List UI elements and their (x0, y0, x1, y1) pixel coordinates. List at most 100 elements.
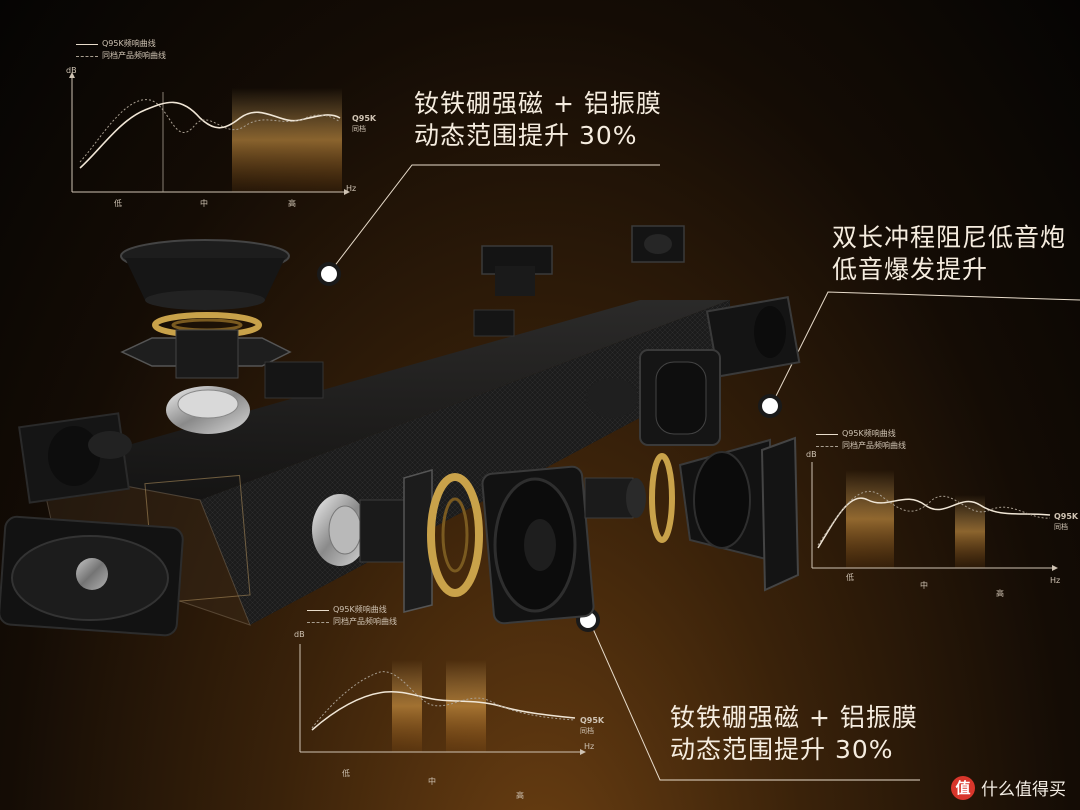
x-label-low: 低 (342, 769, 350, 778)
response-curve (817, 497, 1051, 549)
x-unit-label: Hz (584, 742, 595, 751)
x-label-mid: 中 (200, 199, 208, 208)
subwoofer-assembly (312, 436, 800, 625)
tweeter-a-body (495, 266, 535, 296)
square-plate (403, 469, 433, 613)
solid-swatch (76, 43, 98, 45)
solid-swatch (816, 433, 838, 435)
y-unit-label: dB (806, 450, 817, 459)
watermark-badge-icon: 值 (951, 775, 975, 800)
graph-legend-bottom: Q95K频响曲线 同档产品频响曲线 (307, 604, 397, 628)
frequency-graph-bottom (299, 644, 586, 755)
callout-subwoofer: 双长冲程阻尼低音炮 低音爆发提升 (832, 222, 1066, 286)
x-label-high: 高 (516, 791, 524, 800)
gold-ring-right (649, 453, 675, 543)
x-axis-arrow (580, 749, 586, 755)
callout-leaders (317, 164, 1080, 781)
woofer-magnet-stack (175, 329, 239, 379)
leader-bottom (589, 621, 920, 781)
graph-glow (955, 495, 985, 568)
exploded-woofer (120, 239, 292, 434)
dotted-swatch (76, 55, 98, 57)
y-axis-arrow (69, 72, 75, 78)
y-unit-label: dB (66, 66, 77, 75)
legend-dotted: 同档产品频响曲线 (333, 617, 397, 626)
metal-cap-inner (328, 505, 362, 555)
graph-glow (392, 660, 422, 752)
callout-line-2: 动态范围提升 30% (414, 121, 638, 150)
x-axis-arrow (1052, 565, 1058, 571)
tweeter-rear (88, 431, 132, 459)
series-label: Q95K (580, 716, 605, 725)
gold-ring-left (427, 473, 483, 597)
legend-dotted: 同档产品频响曲线 (102, 51, 166, 60)
frequency-graph-right (811, 462, 1058, 571)
x-label-mid: 中 (428, 777, 436, 786)
legend-dotted: 同档产品频响曲线 (842, 441, 906, 450)
x-unit-label: Hz (346, 184, 357, 193)
x-unit-label: Hz (1050, 576, 1061, 585)
leader-top (329, 164, 660, 273)
watermark-text: 什么值得买 (981, 780, 1066, 800)
callout-line-2: 低音爆发提升 (832, 255, 989, 284)
module-mid-back (586, 378, 638, 418)
graph-glow (446, 660, 486, 752)
graph-legend-right: Q95K频响曲线 同档产品频响曲线 (816, 428, 906, 452)
x-axis-arrow (344, 189, 350, 195)
rear-cylinder-cap (626, 478, 646, 518)
right-drivers (586, 296, 801, 446)
y-unit-label: dB (294, 630, 305, 639)
module-mid-right-cone (655, 361, 707, 435)
leader-dot-right (758, 394, 782, 418)
gold-surround-inner (171, 318, 243, 332)
x-label-high: 高 (996, 589, 1004, 598)
compare-curve (79, 99, 341, 163)
graph-glow (232, 88, 342, 192)
series-sublabel: 同档 (352, 125, 366, 133)
callout-magnet-top: 钕铁硼强磁 + 铝振膜 动态范围提升 30% (414, 88, 662, 152)
leader-right (771, 291, 1080, 405)
response-curve (311, 690, 576, 731)
magnet-cap-top (177, 389, 239, 419)
graph-legend-top: Q95K频响曲线 同档产品频响曲线 (76, 38, 166, 62)
leader-dot-top (317, 262, 341, 286)
side-tweeter-left (18, 412, 132, 504)
module-upper-right-horn (754, 306, 786, 358)
series-label: Q95K (352, 114, 377, 123)
series-sublabel: 同档 (580, 727, 594, 735)
solid-swatch (307, 609, 329, 611)
series-label: Q95K (1054, 512, 1079, 521)
legend-solid: Q95K频响曲线 (102, 39, 156, 48)
legend-solid: Q95K频响曲线 (333, 605, 387, 614)
graph-glow (846, 470, 894, 568)
series-sublabel: 同档 (1054, 523, 1068, 531)
dotted-swatch (816, 445, 838, 447)
x-label-mid: 中 (920, 581, 928, 590)
frequency-graph-top (69, 72, 350, 195)
legend-solid: Q95K频响曲线 (842, 429, 896, 438)
oval-dustcap (76, 558, 108, 590)
gold-ring-left-inner (441, 497, 469, 573)
x-label-high: 高 (288, 199, 296, 208)
oval-speaker (0, 515, 184, 637)
sub-dustcap (524, 519, 556, 571)
watermark: 值 什么值得买 (951, 775, 1066, 800)
rear-cylinder (584, 477, 634, 519)
callout-line-1: 双长冲程阻尼低音炮 (832, 223, 1067, 252)
callout-line-1: 钕铁硼强磁 + 铝振膜 (414, 89, 662, 118)
tweeter-horn (48, 426, 100, 486)
compare-curve (311, 671, 576, 729)
callout-line-1: 钕铁硼强磁 + 铝振膜 (670, 703, 918, 732)
x-label-low: 低 (114, 199, 122, 208)
passive-cone (693, 451, 751, 549)
top-tweeters (264, 225, 685, 399)
tweeter-d (264, 361, 324, 399)
callout-magnet-bottom: 钕铁硼强磁 + 铝振膜 动态范围提升 30% (670, 702, 918, 766)
bar-top-face (40, 300, 730, 500)
woofer-body (125, 258, 285, 300)
dotted-swatch (307, 621, 329, 623)
tweeter-b-horn (644, 234, 672, 254)
callout-line-2: 动态范围提升 30% (670, 735, 894, 764)
end-plate (760, 436, 800, 592)
